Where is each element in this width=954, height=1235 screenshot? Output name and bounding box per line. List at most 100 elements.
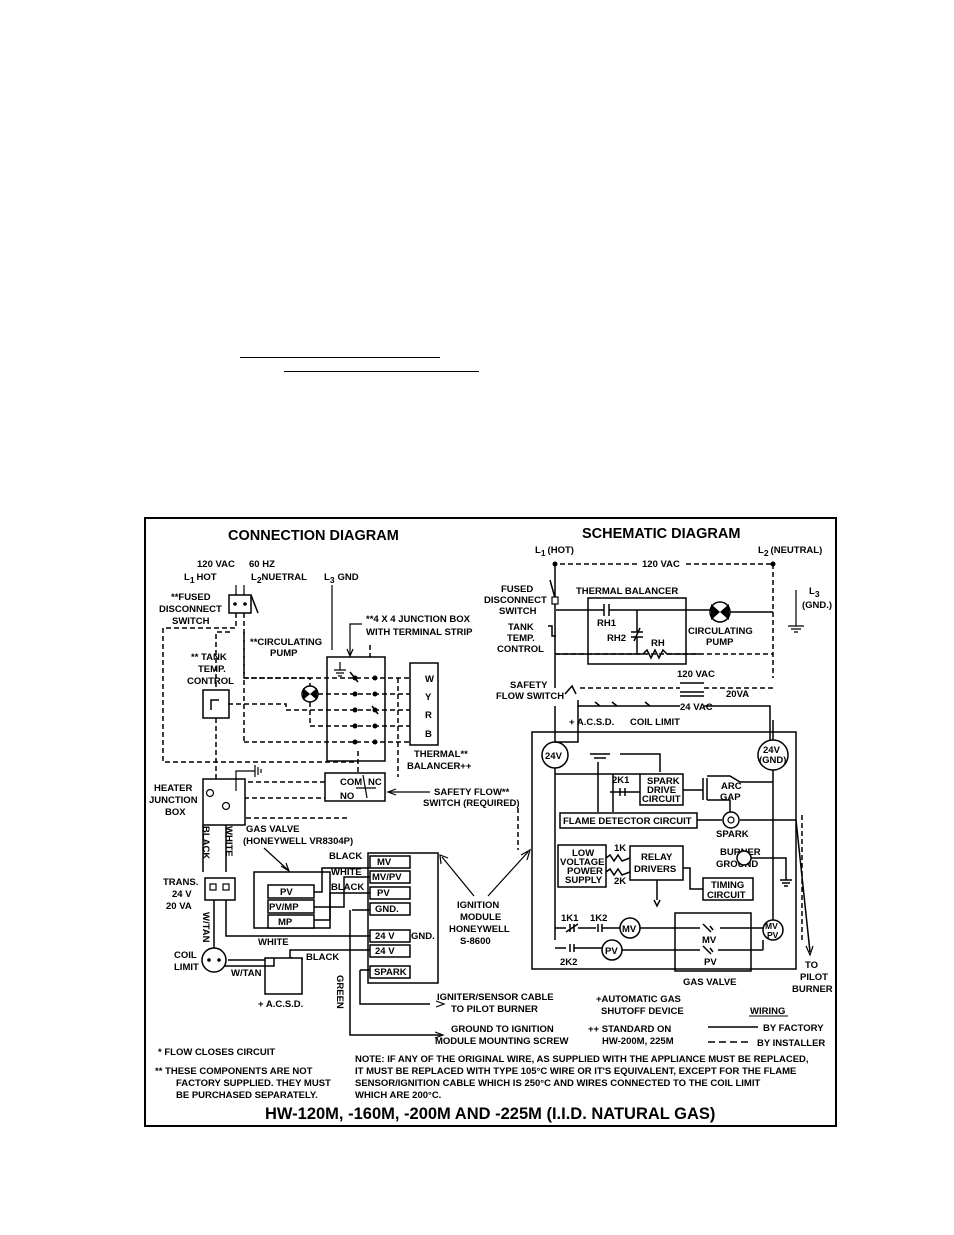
conn-ign-mv: MV — [377, 857, 392, 868]
sch-rh: RH — [651, 638, 665, 649]
sch-ground-icon — [788, 590, 804, 633]
conn-ground-icon — [235, 765, 262, 791]
conn-wire-white: WHITE — [331, 867, 362, 878]
conn-ground-label-2: MODULE MOUNTING SCREW — [435, 1036, 569, 1047]
sch-burner-ground-icon — [736, 850, 752, 866]
sch-to-2: PILOT — [800, 972, 828, 983]
footer-title: HW-120M, -160M, -200M AND -225M (I.I.D. … — [265, 1105, 715, 1123]
sch-24v-right-label-2: (GND) — [759, 755, 786, 766]
conn-gas-valve-label-2: (HONEYWELL VR8304P) — [243, 836, 353, 847]
schematic-title: SCHEMATIC DIAGRAM — [582, 526, 740, 542]
connection-title: CONNECTION DIAGRAM — [228, 528, 399, 544]
conn-term-r: R — [425, 710, 432, 721]
conn-no: NO — [340, 791, 354, 802]
sch-l3: L3 — [809, 586, 820, 599]
schematic-diagram: SCHEMATIC DIAGRAM L1(HOT) L2(NEUTRAL) 12… — [484, 526, 833, 995]
conn-fused-switch — [228, 585, 333, 650]
conn-term-b: B — [425, 729, 432, 740]
conn-ign-24v-2: 24 V — [375, 946, 395, 957]
sch-low-3: POWER — [567, 866, 603, 877]
conn-white-vertical: WHITE — [223, 826, 234, 857]
conn-wire-black-2: BLACK — [331, 882, 364, 893]
sch-relay-drivers — [629, 845, 684, 881]
sch-l2: L2(NEUTRAL) — [758, 545, 822, 558]
sch-transformer — [680, 682, 704, 697]
sch-timing-1: TIMING — [711, 880, 744, 891]
sch-2k2: 2K2 — [560, 957, 577, 968]
sch-mv: MV — [622, 924, 637, 935]
sch-24vac: 24 VAC — [680, 702, 713, 713]
sch-2k1: 2K1 — [612, 775, 630, 786]
sch-rh1: RH1 — [597, 618, 617, 629]
conn-gv-mp: MP — [278, 917, 293, 928]
sch-120vac-2: 120 VAC — [677, 669, 715, 680]
conn-module-label-4: S-8600 — [460, 936, 491, 947]
conn-trans-label-2: 24 V — [172, 889, 192, 900]
sch-rh2: RH2 — [607, 633, 626, 644]
note-wire-4: WHICH ARE 200°C. — [355, 1090, 441, 1101]
note-auto-1: +AUTOMATIC GAS — [596, 994, 681, 1005]
sch-fused-label-1: FUSED — [501, 584, 533, 595]
conn-ign-mvpv: MV/PV — [372, 872, 402, 883]
sch-pv: PV — [605, 946, 618, 957]
conn-acsd-device — [264, 957, 303, 995]
conn-wire-black-1: BLACK — [329, 851, 362, 862]
conn-heater-label-2: JUNCTION — [149, 795, 198, 806]
conn-junction-label-1: **4 X 4 JUNCTION BOX — [366, 614, 471, 625]
conn-wire-white-2: WHITE — [258, 937, 289, 948]
conn-gv-pvmp: PV/MP — [269, 902, 299, 913]
sch-20va: 20VA — [726, 689, 749, 700]
sch-low-voltage-supply — [557, 844, 607, 888]
sch-relay-2: DRIVERS — [634, 864, 676, 875]
conn-safety-label-1: SAFETY FLOW** — [434, 787, 510, 798]
conn-ign-gnd: GND. — [375, 904, 399, 915]
conn-junction-leader — [349, 623, 362, 655]
legend-title: WIRING — [750, 1006, 785, 1017]
conn-green-vertical: GREEN — [334, 975, 345, 1009]
sch-thermal-label: THERMAL BALANCER — [576, 586, 678, 597]
note-wire-2: IT MUST BE REPLACED WITH TYPE 105°C WIRE… — [355, 1066, 796, 1077]
sch-spark-drive-3: CIRCUIT — [642, 794, 681, 805]
conn-pump-label-1: **CIRCULATING — [250, 637, 322, 648]
conn-ground-label-1: GROUND TO IGNITION — [451, 1024, 554, 1035]
conn-pump-label-2: PUMP — [270, 648, 298, 659]
conn-factory-wiring — [202, 825, 446, 1039]
sch-relay-1: RELAY — [641, 852, 673, 863]
conn-tank-label-3: CONTROL — [187, 676, 234, 687]
conn-installer-wiring — [162, 613, 410, 819]
sch-spark-icon — [722, 811, 740, 829]
conn-com: COM — [340, 777, 362, 788]
conn-term-y: Y — [425, 692, 432, 703]
sch-l3-gnd: (GND.) — [802, 600, 832, 611]
note-std-2: HW-200M, 225M — [602, 1036, 674, 1047]
sch-2k: 2K — [614, 876, 626, 887]
conn-ign-24v-1: 24 V — [375, 931, 395, 942]
sch-l1: L1(HOT) — [535, 545, 574, 558]
sch-pv-2: PV — [704, 957, 717, 968]
sch-thermal-balancer — [587, 597, 687, 665]
conn-tank-label-1: ** TANK — [191, 652, 227, 663]
conn-gas-valve-label-1: GAS VALVE — [246, 824, 300, 835]
sch-coil-icon — [590, 753, 610, 759]
sch-circ-label-2: PUMP — [706, 637, 734, 648]
diagram-frame — [144, 517, 837, 1127]
sch-1k: 1K — [614, 843, 626, 854]
conn-ign-pv: PV — [377, 888, 390, 899]
sch-tank-label-3: CONTROL — [497, 644, 544, 655]
conn-wtan-vertical: W/TAN — [200, 912, 211, 943]
conn-heater-label-1: HEATER — [154, 783, 192, 794]
conn-supply-voltage: 120 VAC — [197, 559, 235, 570]
sch-tank-label-1: TANK — [508, 622, 534, 633]
conn-wtan-horizontal: W/TAN — [231, 968, 262, 979]
sch-safety-label-2: FLOW SWITCH — [496, 691, 564, 702]
sch-arc-1: ARC — [721, 781, 742, 792]
conn-thermal-label-2: BALANCER++ — [407, 761, 472, 772]
conn-ign-spark: SPARK — [374, 967, 407, 978]
conn-tank-control — [202, 689, 230, 719]
conn-junction-ground-icon — [334, 662, 346, 677]
sch-spark-drive-1: SPARK — [647, 776, 680, 787]
sch-1k1: 1K1 — [561, 913, 579, 924]
sch-coil-limit: COIL LIMIT — [630, 717, 680, 728]
